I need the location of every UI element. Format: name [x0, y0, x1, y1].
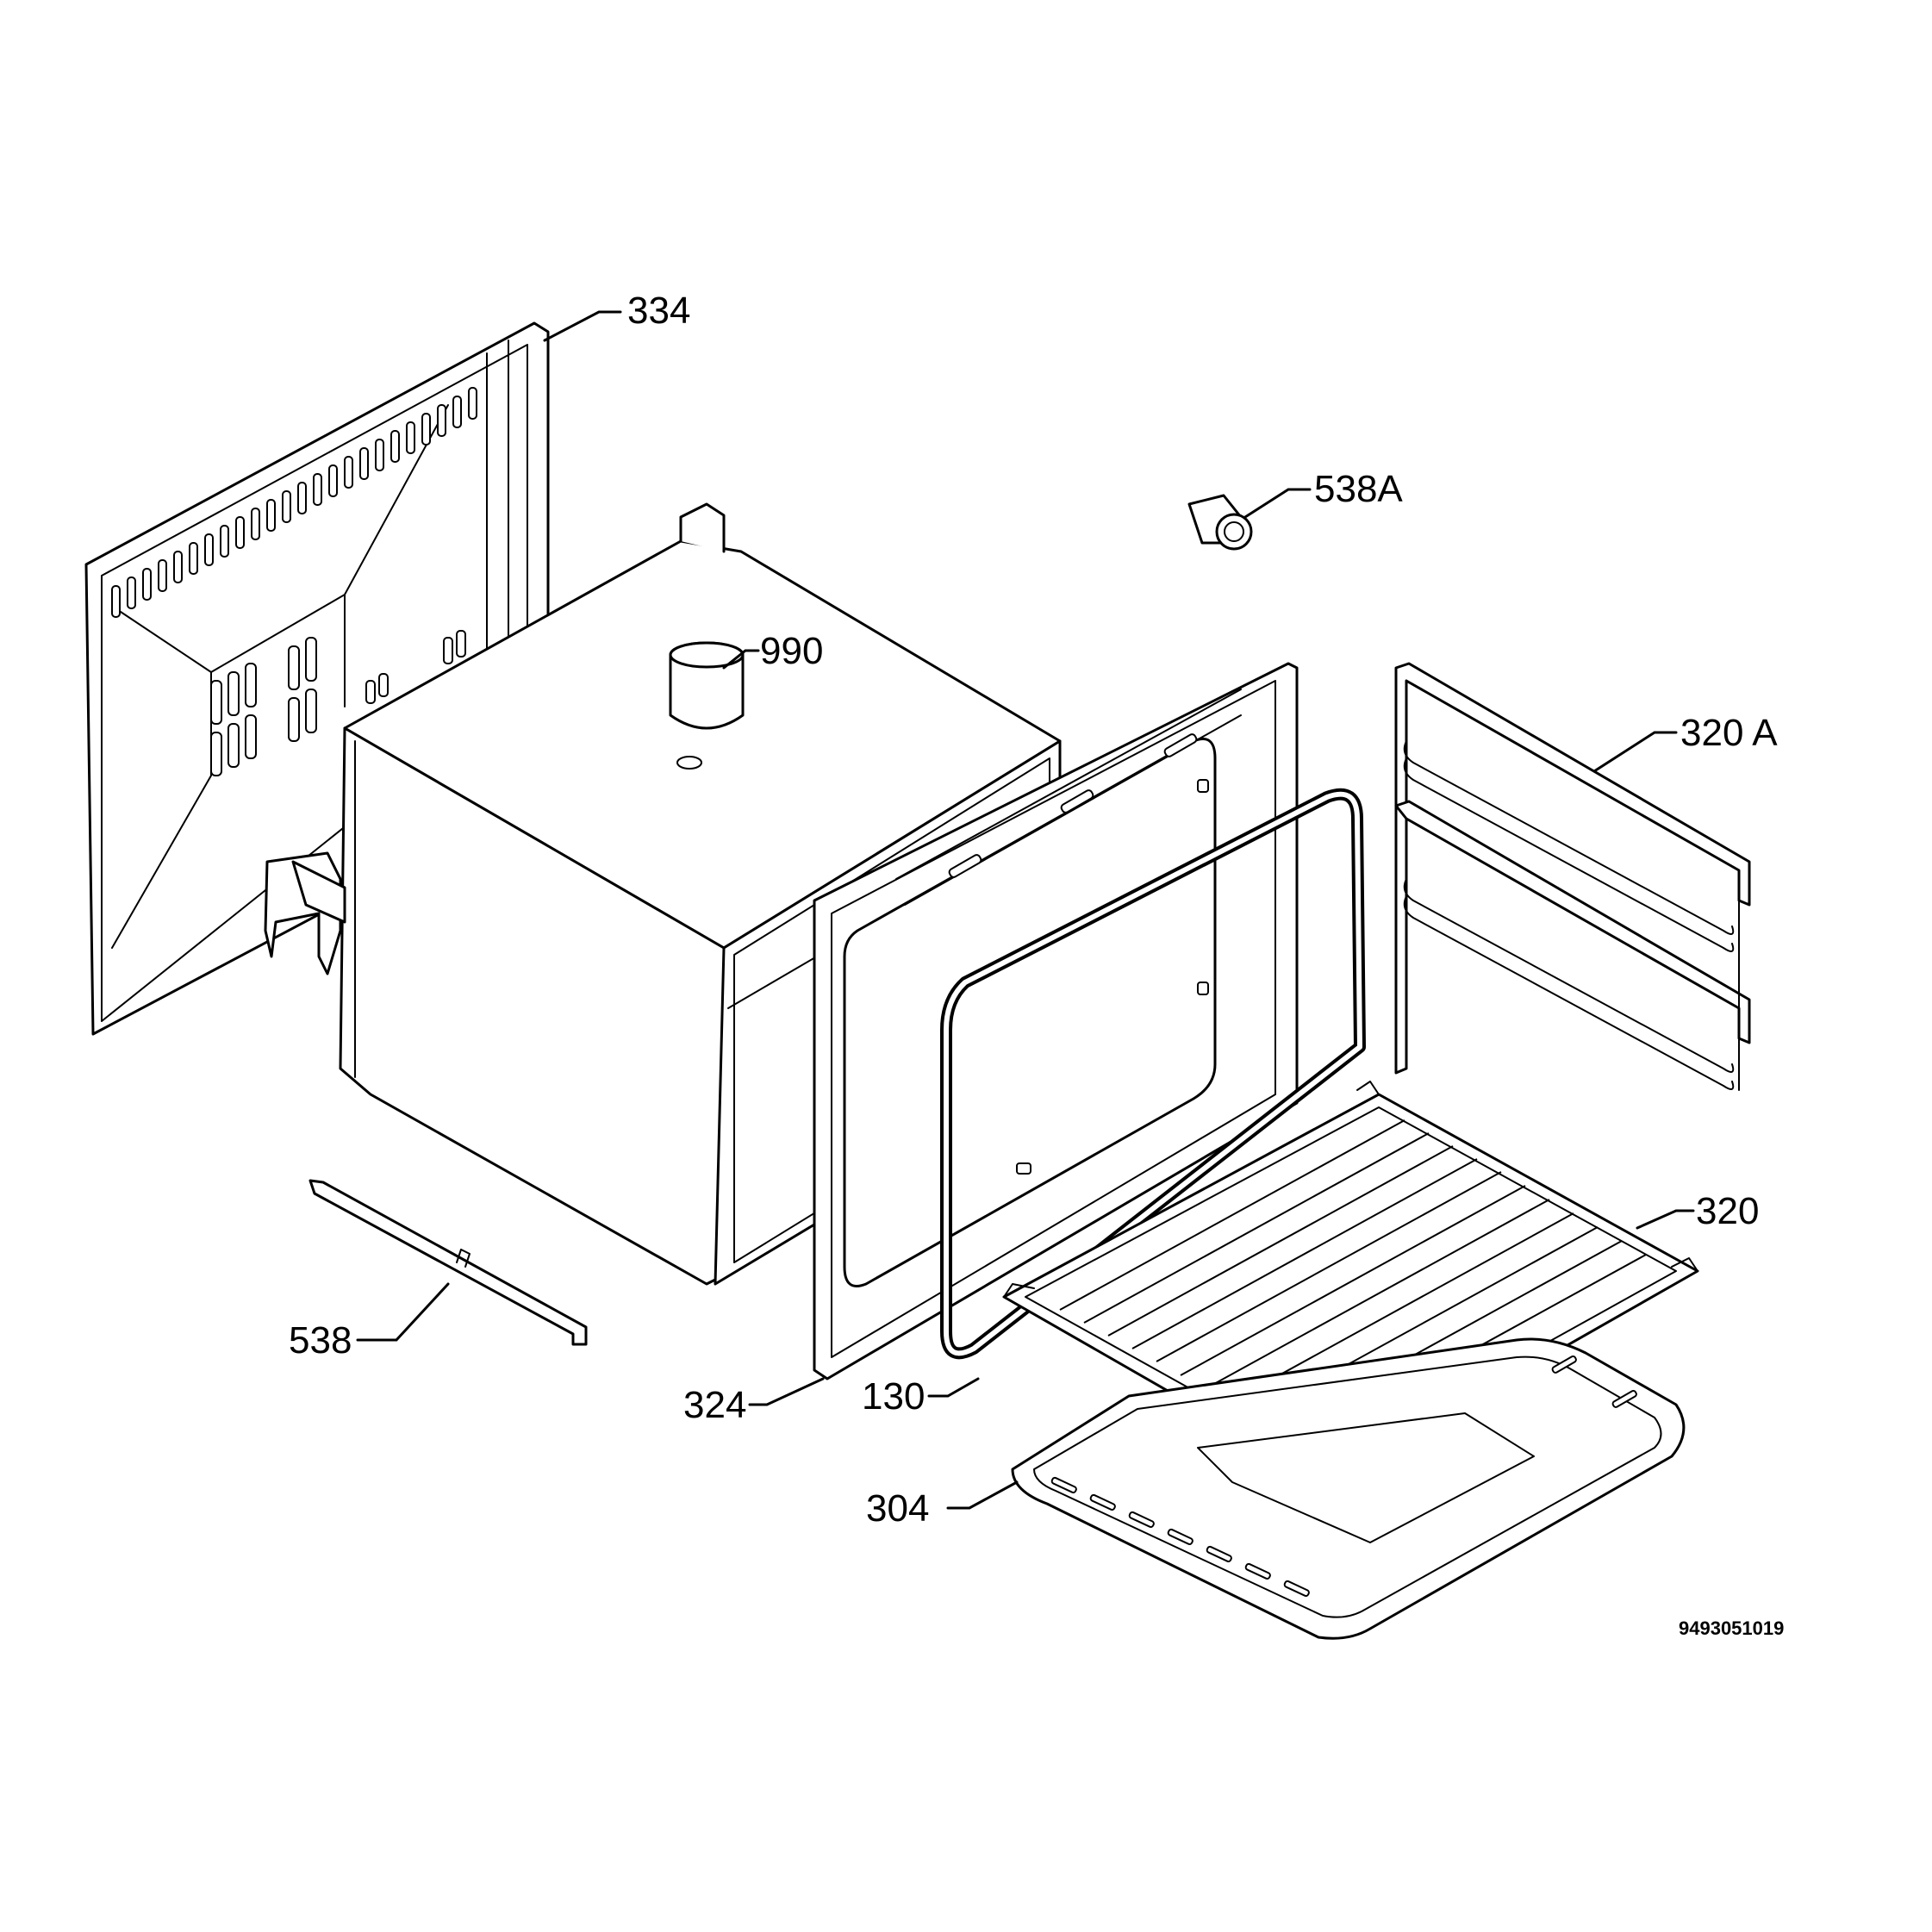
leader-990	[722, 649, 760, 670]
document-number: 9493051019	[1679, 1617, 1784, 1639]
cavity-plug-part	[1187, 494, 1253, 551]
door-gasket-part	[940, 788, 1366, 1360]
leader-320	[1636, 1209, 1695, 1230]
leader-538	[356, 1282, 450, 1342]
label-304: 304	[866, 1487, 929, 1530]
baking-tray-part	[1011, 1337, 1686, 1640]
back-panel-part	[84, 321, 550, 1036]
label-320: 320	[1696, 1190, 1759, 1232]
label-130: 130	[862, 1375, 925, 1418]
label-538A: 538A	[1314, 468, 1403, 510]
callout-labels: 334 538A 990 320 A 320 538 324 130 304 9…	[289, 290, 1784, 1639]
label-324: 324	[683, 1384, 746, 1426]
leader-304	[946, 1480, 1019, 1510]
leader-320A	[1592, 731, 1678, 773]
leader-334	[543, 310, 622, 342]
front-frame-part	[813, 662, 1299, 1380]
bottom-strip-part	[308, 1179, 588, 1346]
leader-lines	[356, 310, 1695, 1510]
label-990: 990	[760, 630, 823, 672]
side-rails-part	[1394, 662, 1751, 1091]
leader-538A	[1243, 488, 1312, 519]
label-538: 538	[289, 1319, 352, 1362]
label-334: 334	[627, 290, 690, 332]
leader-130	[927, 1377, 980, 1398]
label-320A: 320 A	[1680, 712, 1778, 754]
leader-324	[748, 1377, 825, 1406]
